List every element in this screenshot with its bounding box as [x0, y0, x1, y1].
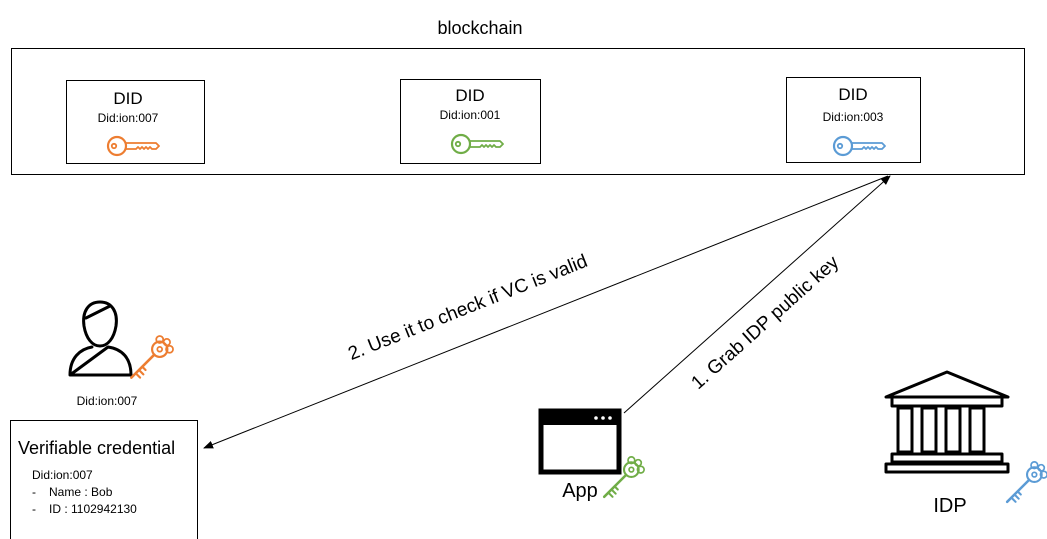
- credential-did: Did:ion:007: [32, 468, 93, 482]
- grab-key-arrow: [623, 175, 891, 414]
- blockchain-title: blockchain: [437, 18, 522, 38]
- verifiable-credential-card: Verifiable credential Did:ion:007 - Name…: [10, 420, 198, 539]
- check-validity-arrow: [203, 175, 889, 449]
- did-id: Did:ion:003: [823, 110, 884, 124]
- check-validity-label: 2. Use it to check if VC is valid: [345, 251, 590, 365]
- did-id: Did:ion:007: [98, 111, 159, 125]
- did-card: DID Did:ion:003: [786, 77, 921, 163]
- bank-building-icon: [884, 370, 1010, 474]
- credential-name: Name : Bob: [49, 485, 113, 499]
- user-did-label: Did:ion:007: [77, 394, 138, 408]
- app-window-icon: [538, 408, 622, 475]
- did-card: DID Did:ion:007: [66, 80, 205, 164]
- credential-bullet: -: [32, 502, 36, 516]
- credential-id: ID : 1102942130: [49, 502, 137, 516]
- did-heading: DID: [838, 85, 867, 104]
- credential-title: Verifiable credential: [18, 438, 175, 458]
- did-heading: DID: [113, 89, 142, 108]
- did-card: DID Did:ion:001: [400, 79, 541, 164]
- credential-bullet: -: [32, 485, 36, 499]
- did-heading: DID: [455, 86, 484, 105]
- idp-label: IDP: [933, 495, 966, 517]
- idp-key-icon: [1005, 460, 1047, 504]
- did-id: Did:ion:001: [440, 108, 501, 122]
- user-icon: [68, 300, 133, 377]
- grab-key-label: 1. Grab IDP public key: [688, 252, 844, 394]
- app-label: App: [562, 480, 598, 502]
- user-key-icon: [130, 334, 175, 379]
